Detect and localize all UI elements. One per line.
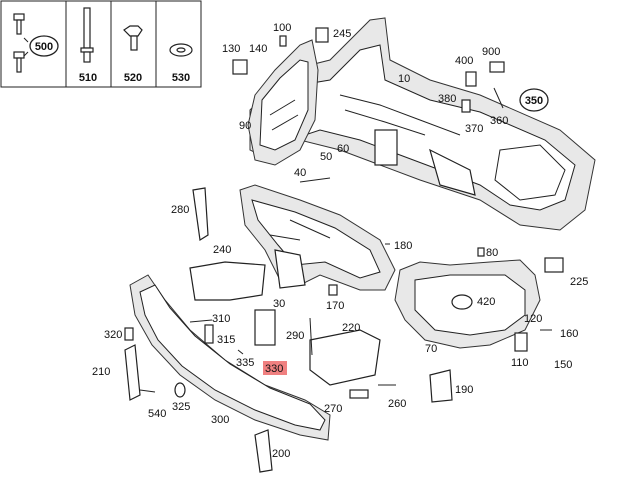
upper-cross-member (249, 17, 596, 231)
callout-180[interactable]: 180 (394, 240, 412, 252)
callout-50[interactable]: 50 (320, 151, 332, 163)
callout-335[interactable]: 335 (236, 357, 254, 369)
callout-320[interactable]: 320 (104, 329, 122, 341)
callout-225[interactable]: 225 (570, 276, 588, 288)
clip-100-icon (279, 35, 287, 47)
callout-540[interactable]: 540 (148, 408, 166, 420)
left-side-panel (247, 39, 319, 166)
clip-170-icon (328, 284, 338, 296)
middle-cross-member (239, 184, 396, 291)
callout-370[interactable]: 370 (465, 123, 483, 135)
callout-260[interactable]: 260 (388, 398, 406, 410)
callout-labels: 10 30 40 50 60 70 80 90 100 110 120 130 … (92, 22, 588, 460)
callout-200[interactable]: 200 (272, 448, 290, 460)
callout-90[interactable]: 90 (239, 120, 251, 132)
callout-210[interactable]: 210 (92, 366, 110, 378)
callout-60[interactable]: 60 (337, 143, 349, 155)
spacer-315-icon (204, 324, 214, 344)
legend-label-530: 530 (172, 72, 190, 84)
callout-170[interactable]: 170 (326, 300, 344, 312)
callout-220[interactable]: 220 (342, 322, 360, 334)
callout-350[interactable]: 350 (525, 95, 543, 107)
callout-380[interactable]: 380 (438, 93, 456, 105)
callout-310[interactable]: 310 (212, 313, 230, 325)
bracket-130-icon (232, 59, 248, 75)
bracket-200-icon (254, 429, 273, 473)
clip-80-icon (477, 247, 485, 257)
bracket-245-icon (315, 27, 329, 43)
legend-label-500: 500 (35, 41, 53, 53)
callout-325[interactable]: 325 (172, 401, 190, 413)
callout-400[interactable]: 400 (455, 55, 473, 67)
clip-320-icon (124, 327, 134, 341)
bracket-190-icon (429, 369, 453, 403)
callout-245[interactable]: 245 (333, 28, 351, 40)
callout-130[interactable]: 130 (222, 43, 240, 55)
leader-lines (139, 87, 552, 393)
callout-140[interactable]: 140 (249, 43, 267, 55)
callout-270[interactable]: 270 (324, 403, 342, 415)
bolt-500-icon (13, 13, 29, 73)
clip-380-icon (461, 99, 471, 113)
cover-900-icon (489, 61, 505, 73)
callout-110[interactable]: 110 (511, 357, 529, 369)
callout-330[interactable]: 330 (265, 363, 283, 375)
callout-240[interactable]: 240 (213, 244, 231, 256)
callout-360[interactable]: 360 (490, 115, 508, 127)
bracket-210-icon (124, 344, 141, 401)
legend-label-510: 510 (79, 72, 97, 84)
bumper-beam (129, 274, 331, 441)
clip-110-icon (514, 332, 528, 352)
callout-100[interactable]: 100 (273, 22, 291, 34)
bumper-pad-325-icon (174, 382, 186, 398)
right-headlamp-frame (394, 259, 541, 349)
callout-190[interactable]: 190 (455, 384, 473, 396)
bracket-280-icon (192, 187, 209, 241)
highlight-330 (263, 361, 287, 375)
callout-300[interactable]: 300 (211, 414, 229, 426)
circled-callout-500 (29, 35, 59, 57)
callout-315[interactable]: 315 (217, 334, 235, 346)
small-parts (124, 27, 564, 473)
washer-530-icon (169, 43, 193, 57)
pad-270-icon (349, 389, 369, 399)
callout-10[interactable]: 10 (398, 73, 410, 85)
callout-40[interactable]: 40 (294, 167, 306, 179)
part-420-icon (451, 294, 473, 310)
plate-330-icon (254, 309, 276, 346)
callout-30[interactable]: 30 (273, 298, 285, 310)
callout-80[interactable]: 80 (486, 247, 498, 259)
bracket-225-icon (544, 257, 564, 273)
hex-screw-520-icon (123, 25, 143, 51)
legend-label-520: 520 (124, 72, 142, 84)
callout-120[interactable]: 120 (524, 313, 542, 325)
fastener-legend-table: 500 510 520 530 (0, 0, 202, 88)
bracket-240-icon (189, 261, 266, 301)
bracket-220-icon (309, 329, 381, 386)
callout-420[interactable]: 420 (477, 296, 495, 308)
callout-70[interactable]: 70 (425, 343, 437, 355)
callout-900[interactable]: 900 (482, 46, 500, 58)
callout-290[interactable]: 290 (286, 330, 304, 342)
callout-160[interactable]: 160 (560, 328, 578, 340)
legend-frame (0, 0, 202, 88)
circled-callout-350 (519, 88, 549, 112)
long-bolt-510-icon (80, 7, 94, 63)
callout-150[interactable]: 150 (554, 359, 572, 371)
sensor-400-icon (465, 71, 477, 87)
callout-280[interactable]: 280 (171, 204, 189, 216)
